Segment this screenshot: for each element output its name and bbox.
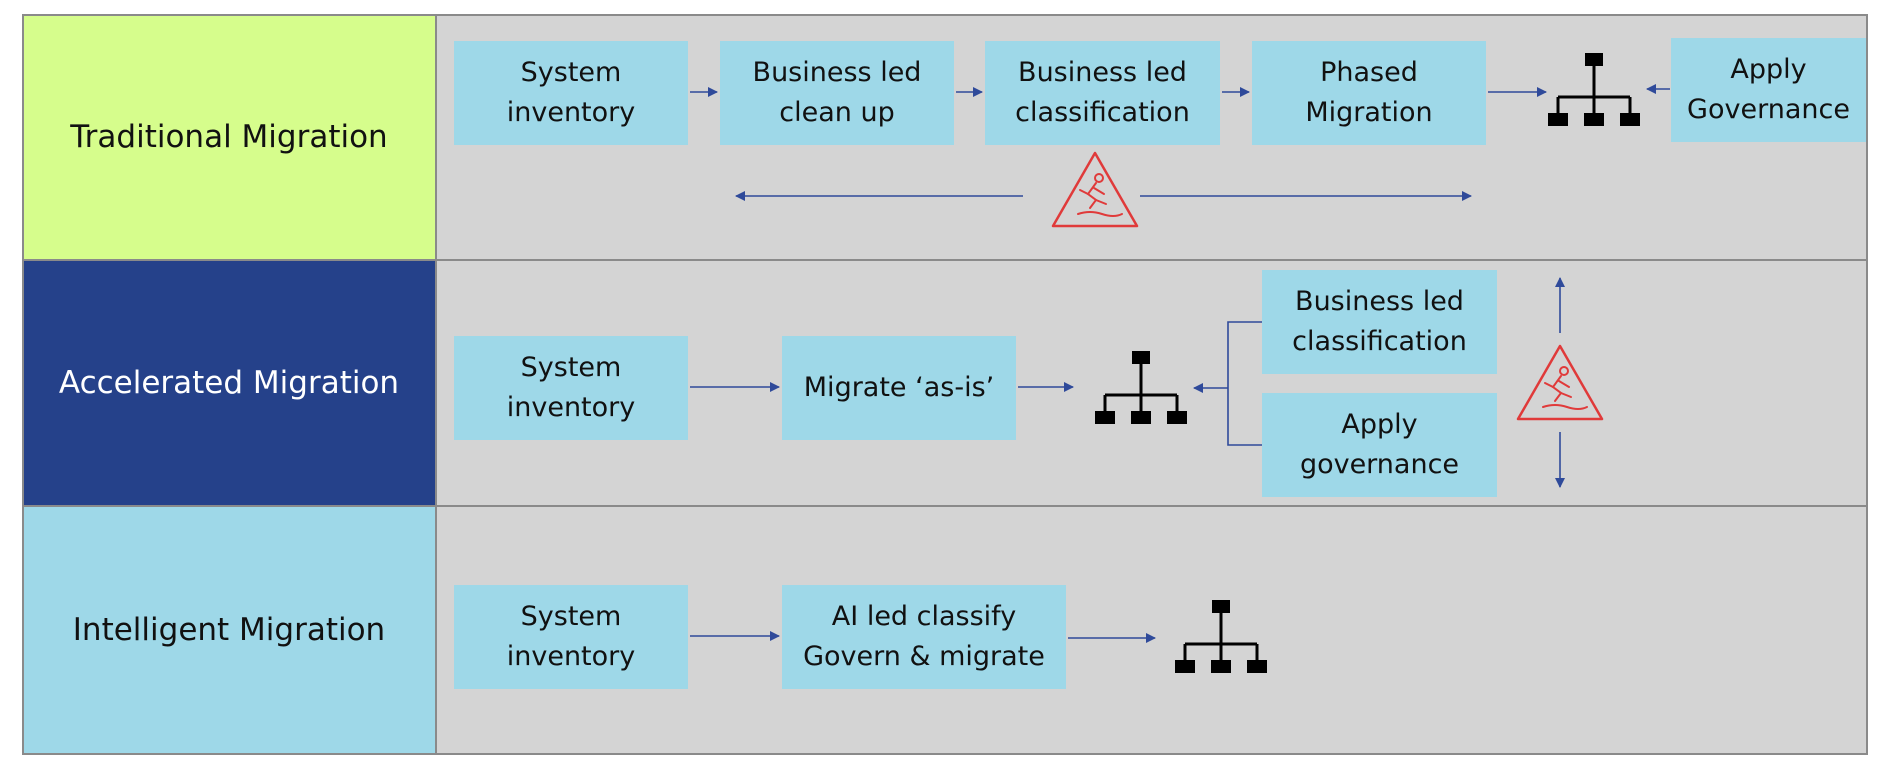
- org-chart-icon: [1095, 351, 1187, 424]
- slip-hazard-warning-icon: [1516, 344, 1604, 421]
- step-apply-governance: Apply governance: [1262, 393, 1497, 497]
- step-business-clean-up: Business led clean up: [720, 41, 954, 145]
- step-migrate-as-is: Migrate ‘as-is’: [782, 336, 1016, 440]
- step-business-classification: Business led classification: [1262, 270, 1497, 374]
- step-system-inventory: System inventory: [454, 585, 688, 689]
- step-business-classification: Business led classification: [985, 41, 1220, 145]
- row-label-traditional: Traditional Migration: [22, 14, 436, 260]
- step-apply-governance: Apply Governance: [1671, 38, 1866, 142]
- step-system-inventory: System inventory: [454, 41, 688, 145]
- org-chart-icon: [1548, 53, 1640, 126]
- step-phased-migration: Phased Migration: [1252, 41, 1486, 145]
- step-system-inventory: System inventory: [454, 336, 688, 440]
- slip-hazard-warning-icon: [1051, 151, 1139, 228]
- step-ai-classify-govern-migrate: AI led classify Govern & migrate: [782, 585, 1066, 689]
- org-chart-icon: [1175, 600, 1267, 673]
- row-label-accelerated: Accelerated Migration: [22, 260, 436, 506]
- row-label-intelligent: Intelligent Migration: [22, 506, 436, 754]
